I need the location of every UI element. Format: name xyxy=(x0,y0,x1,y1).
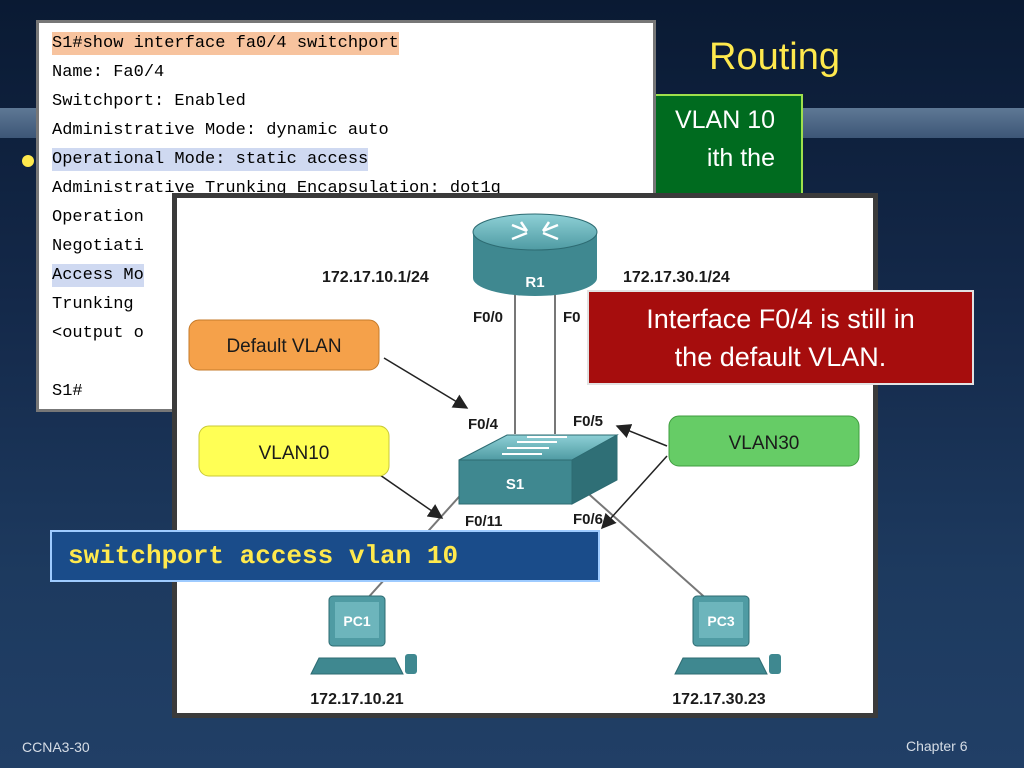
switch-port-f06: F0/6 xyxy=(573,511,603,528)
green-callout: VLAN 10 ith the xyxy=(640,94,803,199)
router-name: R1 xyxy=(525,274,544,291)
terminal-line: Administrative Mode: dynamic auto xyxy=(52,121,389,140)
pc1-ip: 172.17.10.21 xyxy=(310,691,404,708)
bullet-dot xyxy=(22,155,34,167)
pc1-icon xyxy=(310,595,417,675)
red-callout-line2: the default VLAN. xyxy=(674,342,887,372)
arrow-default-vlan xyxy=(383,357,469,409)
router-ip-right: 172.17.30.1/24 xyxy=(623,269,730,286)
router-r1-icon xyxy=(472,213,598,296)
router-port-left: F0/0 xyxy=(473,309,503,326)
terminal-line: Trunking xyxy=(52,295,134,314)
switch-port-f04: F0/4 xyxy=(468,416,499,433)
slide-title: Routing xyxy=(709,36,840,78)
switch-s1-icon xyxy=(458,434,619,505)
red-callout: Interface F0/4 is still in the default V… xyxy=(587,290,974,385)
red-callout-line1: Interface F0/4 is still in xyxy=(646,304,915,334)
arrow-vlan30-f06 xyxy=(600,455,668,530)
link-s1-pc3 xyxy=(581,487,720,611)
pc3-name: PC3 xyxy=(707,613,734,629)
default-vlan-label: Default VLAN xyxy=(226,336,341,357)
green-callout-line2: ith the xyxy=(706,144,775,172)
terminal-line: S1#show interface fa0/4 switchport xyxy=(52,32,399,55)
pc3-ip: 172.17.30.23 xyxy=(672,691,766,708)
switch-name: S1 xyxy=(506,476,524,493)
terminal-line: Negotiati xyxy=(52,237,144,256)
footer-chapter: Chapter 6 xyxy=(906,738,968,754)
terminal-line: <output o xyxy=(52,324,144,343)
vlan10-label: VLAN10 xyxy=(259,443,330,464)
switch-port-f05: F0/5 xyxy=(573,413,603,430)
terminal-line: S1# xyxy=(52,382,83,401)
footer-slide-id: CCNA3-30 xyxy=(22,739,90,755)
terminal-line: Operation xyxy=(52,208,144,227)
terminal-line: Name: Fa0/4 xyxy=(52,63,165,82)
terminal-line: Switchport: Enabled xyxy=(52,92,246,111)
pc3-icon xyxy=(674,595,781,675)
pc1-name: PC1 xyxy=(343,613,370,629)
router-ip-left: 172.17.10.1/24 xyxy=(322,269,429,286)
vlan30-label: VLAN30 xyxy=(729,433,800,454)
green-callout-line1: VLAN 10 xyxy=(674,106,775,134)
terminal-line: Operational Mode: static access xyxy=(52,148,369,171)
terminal-line: Access Mo xyxy=(52,264,144,287)
router-port-right: F0 xyxy=(563,309,581,326)
command-box: switchport access vlan 10 xyxy=(50,530,600,582)
switch-port-f011: F0/11 xyxy=(465,513,503,530)
default-vlan-label-box xyxy=(188,319,380,371)
network-diagram: R1 S1 PC1 172.17.10.21 PC3 172.17.30.23 xyxy=(172,193,878,718)
arrow-vlan30-f05 xyxy=(615,424,668,447)
vlan10-label-box xyxy=(198,425,390,477)
vlan30-label-box xyxy=(668,415,860,467)
